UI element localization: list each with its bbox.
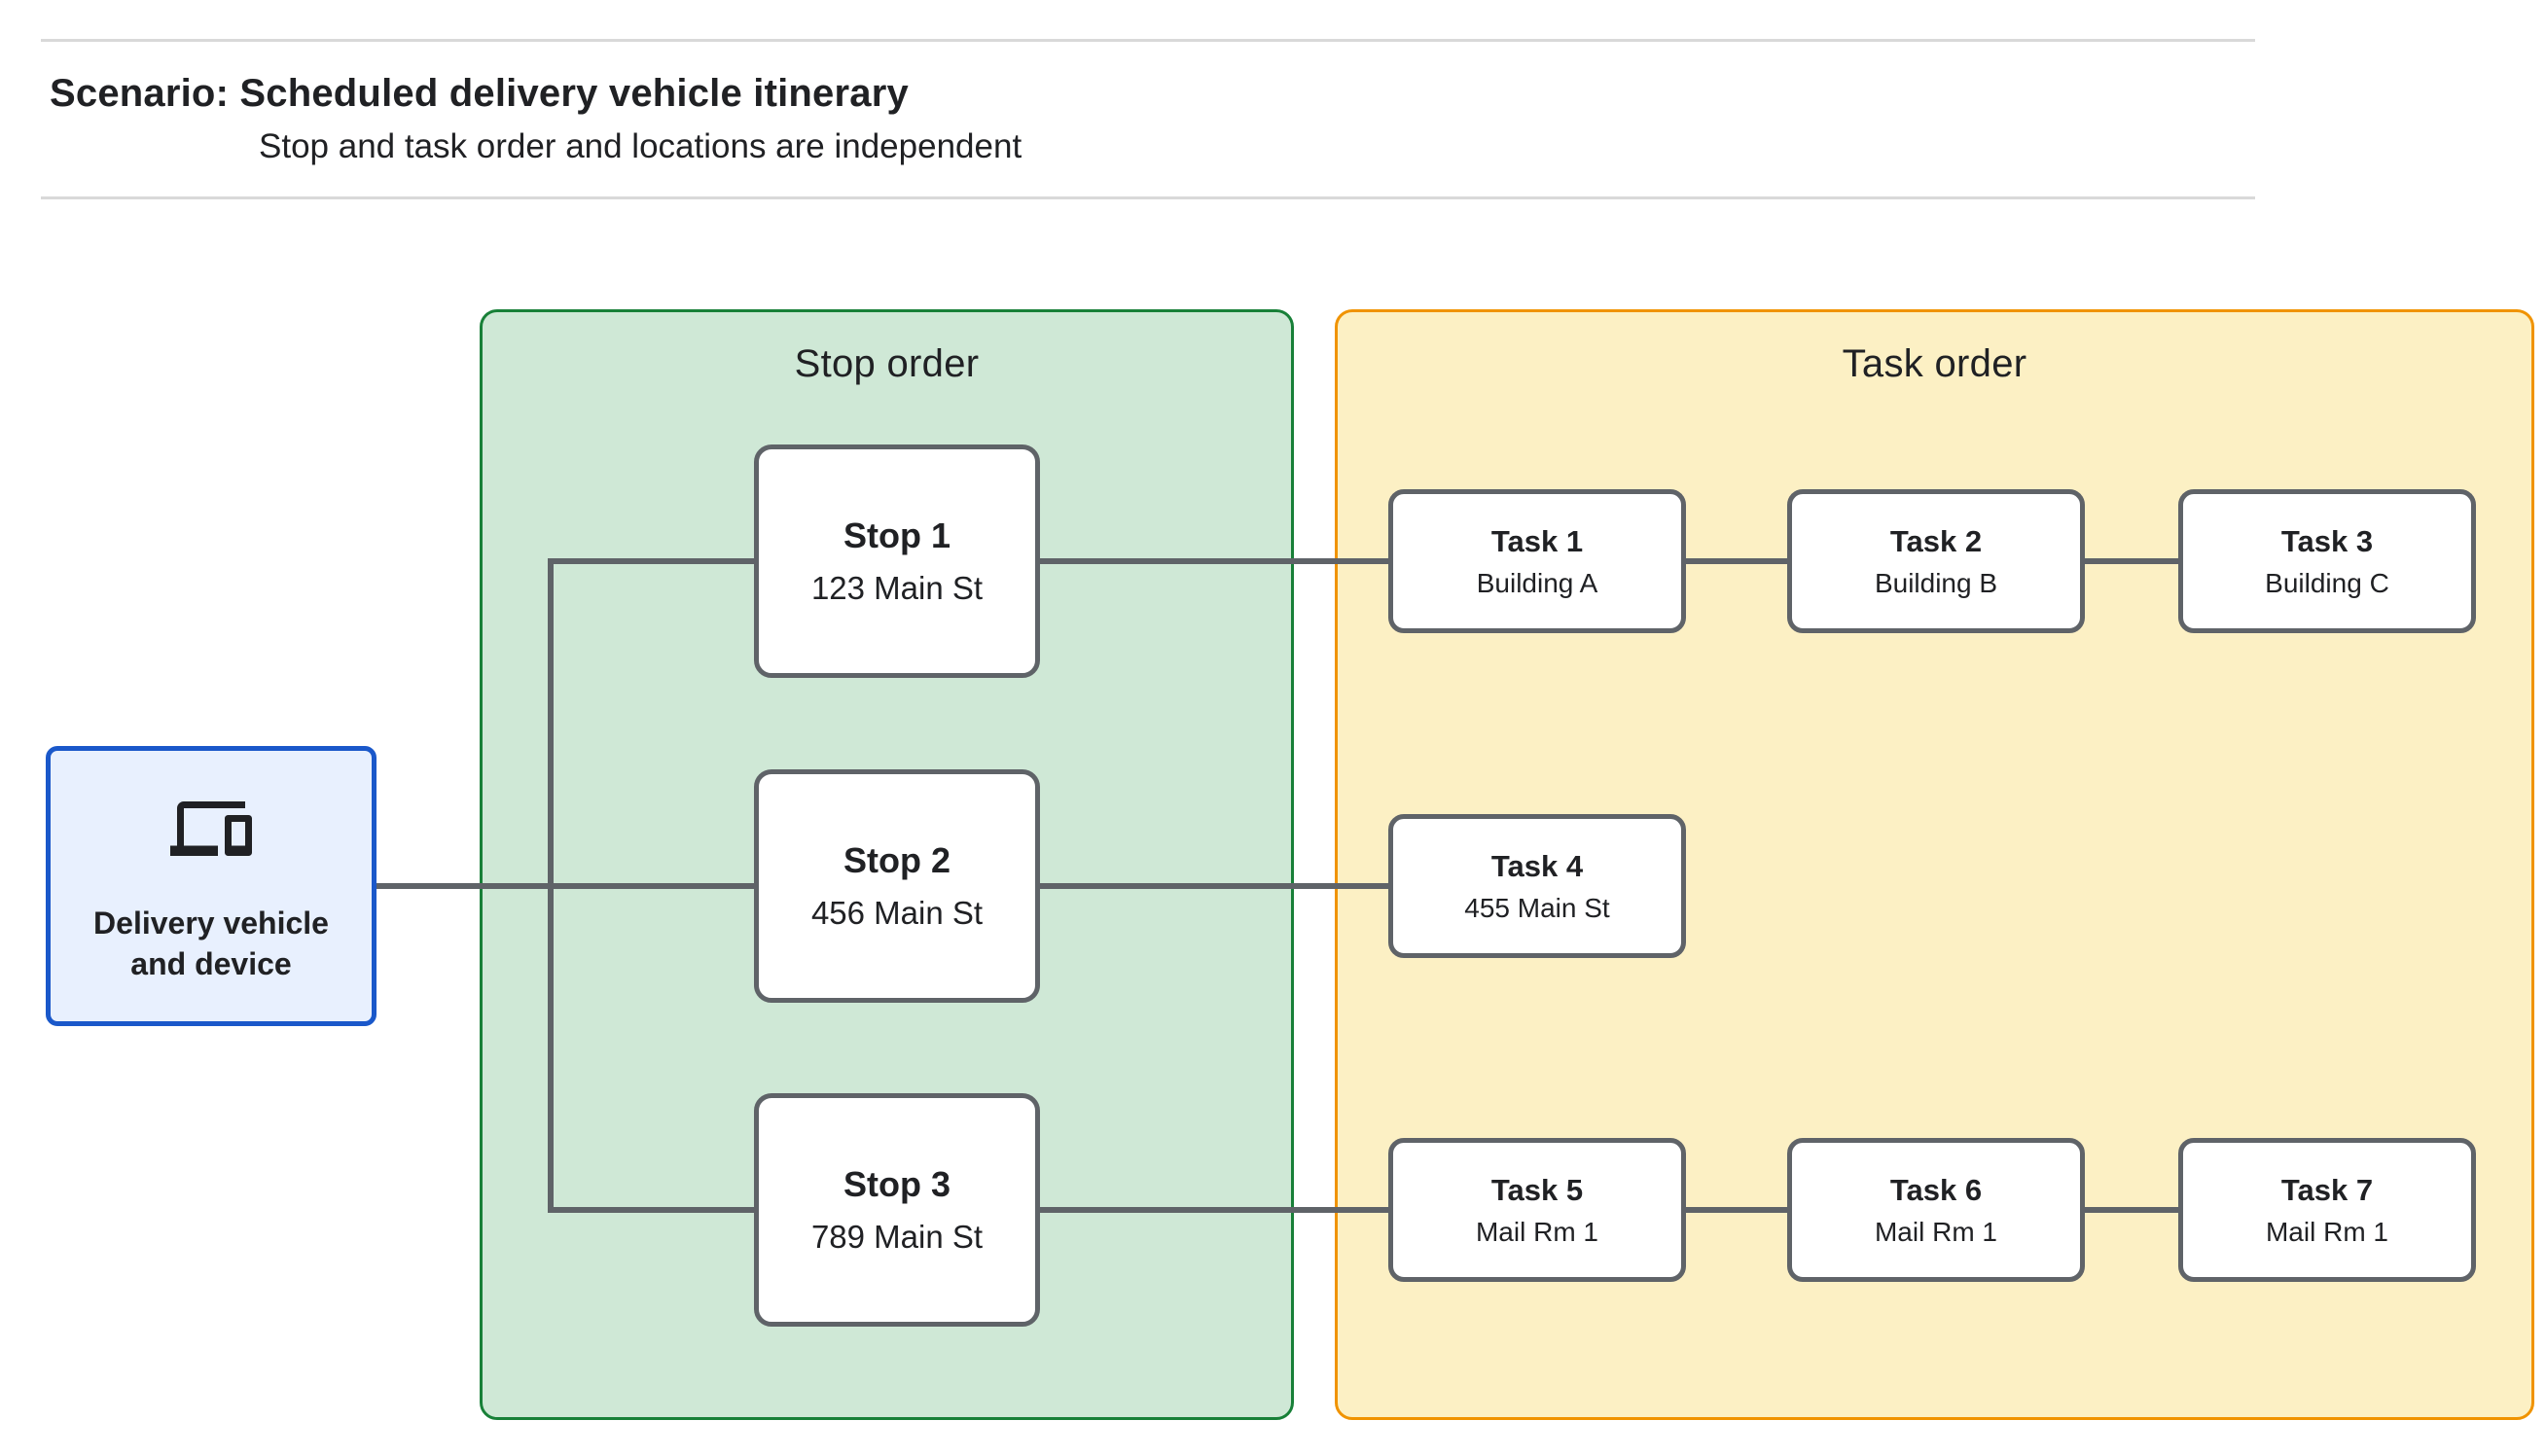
task-location: Building B	[1874, 567, 1998, 598]
task-name: Task 3	[2280, 523, 2374, 558]
task-2-box: Task 2 Building B	[1787, 489, 2085, 633]
connector-task2-to-task3	[2085, 558, 2178, 564]
task-7-box: Task 7 Mail Rm 1	[2178, 1138, 2476, 1282]
stop-3-box: Stop 3 789 Main St	[754, 1093, 1040, 1327]
task-location: 455 Main St	[1464, 892, 1610, 923]
task-location: Mail Rm 1	[1475, 1216, 1598, 1247]
task-name: Task 4	[1490, 848, 1584, 883]
devices-icon	[170, 788, 252, 870]
page-title: Scenario: Scheduled delivery vehicle iti…	[50, 72, 909, 115]
task-location: Mail Rm 1	[1874, 1216, 1997, 1247]
connector-stop1-to-task1	[1040, 558, 1388, 564]
stop-1-box: Stop 1 123 Main St	[754, 444, 1040, 678]
stop-name: Stop 1	[843, 515, 950, 555]
page-subtitle: Stop and task order and locations are in…	[259, 127, 1022, 165]
task-location: Building A	[1476, 567, 1598, 598]
stop-name: Stop 3	[843, 1164, 950, 1204]
connector-trunk-to-stop3	[551, 1207, 754, 1213]
connector-trunk-vertical	[548, 558, 554, 1213]
task-name: Task 2	[1889, 523, 1983, 558]
device-label: Delivery vehicle and device	[93, 905, 329, 981]
task-order-panel-title: Task order	[1842, 342, 2027, 385]
stop-location: 456 Main St	[810, 895, 984, 931]
connector-stop2-to-task4	[1040, 883, 1388, 889]
task-1-box: Task 1 Building A	[1388, 489, 1686, 633]
stop-location: 123 Main St	[810, 570, 984, 606]
task-4-box: Task 4 455 Main St	[1388, 814, 1686, 958]
stop-order-panel-title: Stop order	[794, 342, 980, 385]
connector-task6-to-task7	[2085, 1207, 2178, 1213]
task-location: Building C	[2265, 567, 2389, 598]
task-location: Mail Rm 1	[2265, 1216, 2388, 1247]
stop-2-box: Stop 2 456 Main St	[754, 769, 1040, 1003]
task-3-box: Task 3 Building C	[2178, 489, 2476, 633]
device-box: Delivery vehicle and device	[46, 746, 377, 1026]
connector-stop3-to-task5	[1040, 1207, 1388, 1213]
stop-location: 789 Main St	[810, 1219, 984, 1255]
task-name: Task 1	[1490, 523, 1584, 558]
connector-task1-to-task2	[1686, 558, 1787, 564]
top-divider	[41, 39, 2255, 42]
stop-name: Stop 2	[843, 840, 950, 880]
connector-trunk-to-stop1	[551, 558, 754, 564]
connector-device-to-stop2	[375, 883, 754, 889]
task-name: Task 7	[2280, 1172, 2374, 1207]
connector-task5-to-task6	[1686, 1207, 1787, 1213]
task-name: Task 5	[1490, 1172, 1584, 1207]
header-bottom-divider	[41, 196, 2255, 199]
task-5-box: Task 5 Mail Rm 1	[1388, 1138, 1686, 1282]
task-6-box: Task 6 Mail Rm 1	[1787, 1138, 2085, 1282]
task-name: Task 6	[1889, 1172, 1983, 1207]
